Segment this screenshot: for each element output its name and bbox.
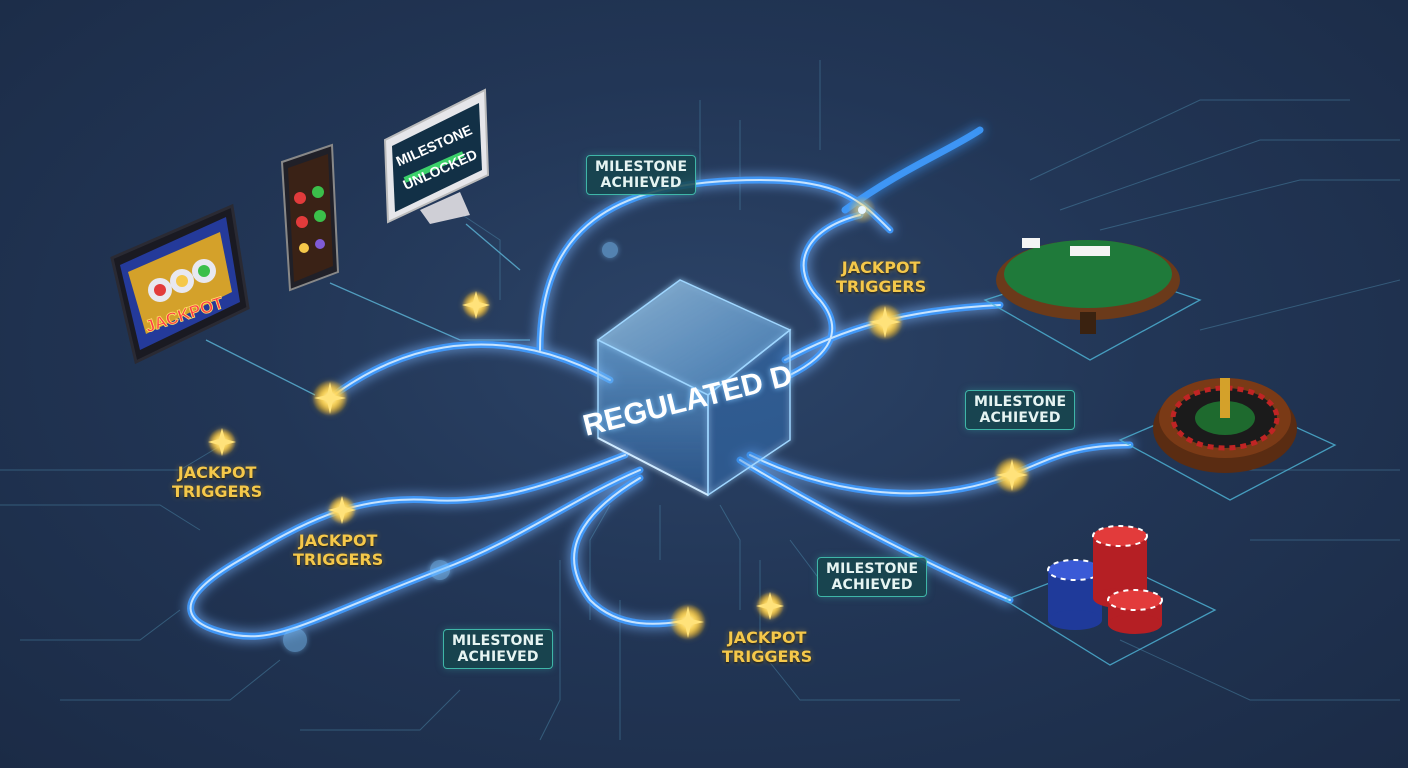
sparkle-icon — [462, 291, 490, 319]
jackpot-line1: JACKPOT — [727, 628, 807, 647]
sparkle-icon — [994, 457, 1030, 493]
poker-chips-icon — [1003, 525, 1217, 666]
jackpot-line2: TRIGGERS — [293, 550, 384, 569]
blackjack-table-icon — [983, 238, 1202, 361]
flow-nodes — [283, 196, 876, 652]
jackpot-label-upper-right: JACKPOT TRIGGERS — [836, 258, 926, 296]
roulette-wheel-icon — [1118, 378, 1337, 501]
jackpot-label-left: JACKPOT TRIGGERS — [172, 463, 262, 501]
milestone-line1: MILESTONE — [452, 633, 545, 649]
smartphone-icon — [280, 143, 340, 292]
milestone-line1: MILESTONE — [826, 561, 919, 577]
circuit-traces — [0, 60, 1401, 741]
jackpot-line1: JACKPOT — [841, 258, 921, 277]
milestone-line2: ACHIEVED — [600, 175, 682, 191]
milestone-line1: MILESTONE — [974, 394, 1067, 410]
milestone-line2: ACHIEVED — [457, 649, 539, 665]
device-connectors — [205, 223, 530, 396]
sparkle-icon — [312, 380, 348, 416]
slot-machine-tablet-icon: JACKPOT — [110, 203, 250, 365]
sparkle-icon — [328, 496, 356, 524]
jackpot-label-center-left: JACKPOT TRIGGERS — [293, 531, 383, 569]
milestone-label-bottom: MILESTONE ACHIEVED — [443, 629, 554, 669]
regulated-data-hub-cube — [596, 279, 792, 497]
monitor-icon: MILESTONE UNLOCKED — [383, 88, 490, 224]
sparkle-icon — [208, 428, 236, 456]
jackpot-line2: TRIGGERS — [836, 277, 927, 296]
sparkle-icon — [867, 304, 903, 340]
milestone-label-right: MILESTONE ACHIEVED — [965, 390, 1076, 430]
milestone-line2: ACHIEVED — [831, 577, 913, 593]
sparkles — [208, 291, 1030, 640]
jackpot-line1: JACKPOT — [298, 531, 378, 550]
jackpot-line1: JACKPOT — [177, 463, 257, 482]
milestone-line1: MILESTONE — [595, 159, 688, 175]
jackpot-line2: TRIGGERS — [722, 647, 813, 666]
sparkle-icon — [670, 604, 706, 640]
milestone-label-lower-right: MILESTONE ACHIEVED — [817, 557, 928, 597]
milestone-line2: ACHIEVED — [979, 410, 1061, 426]
jackpot-line2: TRIGGERS — [172, 482, 263, 501]
sparkle-icon — [756, 592, 784, 620]
jackpot-label-bottom: JACKPOT TRIGGERS — [722, 628, 812, 666]
milestone-label-top: MILESTONE ACHIEVED — [586, 155, 697, 195]
